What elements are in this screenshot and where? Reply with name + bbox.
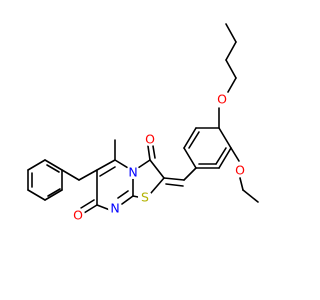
butoxy-bond	[225, 59, 237, 79]
atom-label: O	[145, 132, 155, 147]
butoxy-bond	[225, 23, 237, 43]
bond	[218, 127, 232, 149]
carbonyl-bond	[83, 204, 98, 214]
bond	[96, 204, 111, 211]
bond	[132, 195, 139, 198]
ethoxy-bond	[239, 177, 244, 191]
bond	[183, 167, 197, 181]
atom-label: O	[235, 163, 245, 178]
molecule-structure: O N S N O O O	[27, 23, 259, 223]
double-bond	[47, 188, 61, 197]
bond	[218, 147, 232, 169]
atom-label: O	[73, 208, 83, 223]
carbonyl-double-bond	[80, 199, 95, 209]
exocyclic-double-bond	[165, 183, 184, 187]
atom-label: S	[141, 190, 149, 205]
ethoxy-bond	[242, 189, 259, 203]
atom-o-carbonyl-upper: O	[143, 132, 157, 147]
bond	[121, 195, 134, 205]
bond	[150, 177, 165, 194]
atom-n-lower: N	[108, 201, 122, 216]
bond	[137, 159, 151, 169]
bond	[44, 189, 63, 201]
atom-label: N	[110, 201, 119, 216]
exocyclic-bond	[163, 177, 185, 181]
carbonyl-double-bond	[152, 145, 156, 159]
atom-o-butoxy: O	[215, 92, 229, 107]
benzyl-ch2-bond	[78, 169, 98, 181]
double-bond	[46, 164, 60, 173]
bond	[44, 159, 63, 171]
double-bond	[215, 147, 227, 165]
atom-label: N	[128, 165, 137, 180]
bond	[27, 159, 46, 171]
double-bond	[188, 131, 200, 149]
atom-s-ring: S	[138, 190, 152, 205]
pyrimidinone-ring	[80, 159, 134, 214]
atom-o-carbonyl-lower: O	[71, 208, 85, 223]
butoxy-bond	[227, 77, 237, 93]
bond	[149, 159, 165, 179]
molecule-diagram: O N S N O O O	[27, 23, 259, 223]
atom-o-ethoxy: O	[233, 163, 247, 178]
butoxy-bond	[225, 41, 237, 61]
bond	[183, 147, 197, 169]
alkoxyphenyl-ring	[183, 127, 232, 169]
bond	[96, 159, 116, 171]
atom-label: O	[217, 92, 227, 107]
atom-n-ring: N	[126, 165, 140, 180]
carbonyl-bond	[147, 145, 151, 161]
bond	[183, 127, 197, 149]
thiazolidinone-ring	[132, 145, 165, 198]
phenyl-ring	[27, 159, 63, 201]
bond	[27, 189, 46, 201]
bond	[114, 159, 129, 169]
double-bond	[117, 190, 129, 199]
benzyl-ch2-bond	[61, 169, 80, 181]
double-bond	[99, 166, 116, 177]
ethoxy-bond	[230, 147, 240, 162]
